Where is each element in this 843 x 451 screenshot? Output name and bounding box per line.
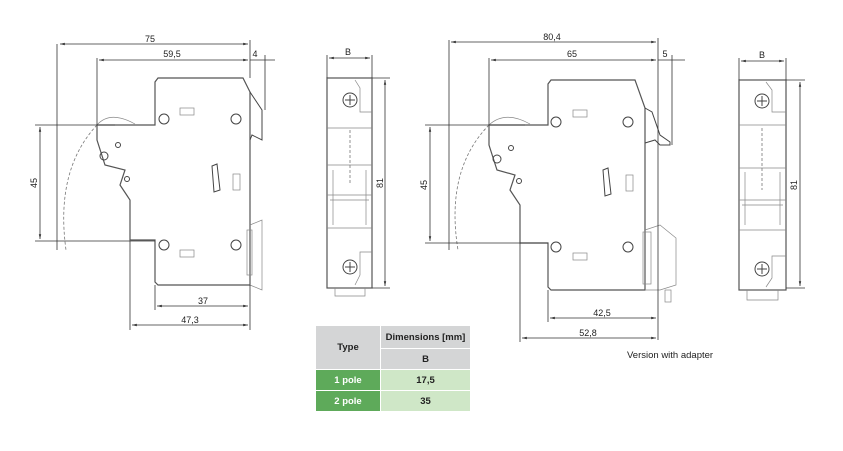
header-b: B <box>381 349 470 369</box>
dim-4: 4 <box>252 49 257 59</box>
dim-59-5: 59,5 <box>163 49 181 59</box>
row-b: 35 <box>381 391 470 411</box>
dim-65: 65 <box>567 49 577 59</box>
dim-75: 75 <box>145 34 155 44</box>
adapter-caption: Version with adapter <box>627 350 714 361</box>
header-dimensions: Dimensions [mm] <box>381 326 470 348</box>
dim-5: 5 <box>662 49 667 59</box>
dim-80-4: 80,4 <box>543 32 561 42</box>
dim-b: B <box>345 47 351 57</box>
row-type: 2 pole <box>316 391 380 411</box>
dimensions-table: Type Dimensions [mm] B 1 pole 17,5 2 pol… <box>315 325 471 412</box>
side-view-2: 80,4 65 5 45 42,5 52,8 <box>419 32 685 342</box>
dim-47-3: 47,3 <box>181 315 199 325</box>
dim-81: 81 <box>789 180 799 190</box>
front-view-1: B 81 <box>326 47 390 297</box>
row-type: 1 pole <box>316 370 380 390</box>
table-row: 1 pole 17,5 <box>316 370 470 390</box>
side-view-1: 75 59,5 4 45 37 47,3 <box>29 34 275 330</box>
dim-45: 45 <box>29 178 39 188</box>
dim-42-5: 42,5 <box>593 308 611 318</box>
dim-b: B <box>759 50 765 60</box>
dim-45: 45 <box>419 180 429 190</box>
front-view-2: B 81 <box>738 50 805 301</box>
dim-81: 81 <box>375 178 385 188</box>
table-row: 2 pole 35 <box>316 391 470 411</box>
row-b: 17,5 <box>381 370 470 390</box>
header-type: Type <box>316 326 380 369</box>
dim-37: 37 <box>198 296 208 306</box>
dim-52-8: 52,8 <box>579 328 597 338</box>
